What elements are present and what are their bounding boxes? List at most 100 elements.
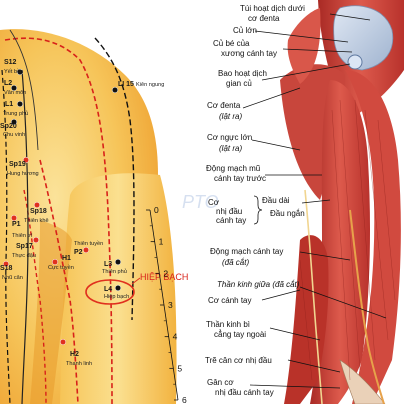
leader-line: [329, 13, 371, 21]
bursa-bubble: [347, 54, 363, 70]
acupoint-code: Sp17: [16, 243, 33, 250]
anatomy-label-line: Củ lớn: [233, 26, 257, 35]
anatomy-label: Động mạch cánh tay(đã cắt): [210, 247, 351, 267]
anatomy-label-line: Đầu ngắn: [270, 209, 305, 218]
forearm-tendon: [339, 359, 386, 404]
acupoint-code: P2: [74, 249, 83, 256]
axilla-shadow: [30, 220, 72, 404]
acupoint-code: Sp20: [0, 123, 17, 130]
watermark: PTO: [182, 192, 219, 212]
acupoint-dot: [82, 246, 90, 254]
acupoint-code: H2: [70, 351, 79, 358]
acupoint-name: Thiên khê: [24, 218, 49, 224]
anatomy-label-line: Cơ ngực lớn: [207, 133, 252, 142]
anatomy-label-line: nhị đầu cánh tay: [215, 388, 274, 397]
anatomy-label-line: Thần kinh giữa (đã cắt): [217, 280, 300, 289]
humerus-head-bone: [333, 5, 394, 71]
hiep-bach-highlight-ring: [85, 279, 135, 305]
leader-line: [254, 30, 349, 43]
leader-line: [301, 199, 331, 204]
brachial-artery: [349, 209, 385, 404]
acupoint-code: L3: [104, 261, 112, 268]
leader-line: [261, 289, 301, 301]
ruler-tick-label: 4: [173, 332, 178, 342]
leader-line: [299, 251, 351, 261]
acupoint-dot: [114, 258, 122, 266]
hiep-bach-pointer-line: [131, 277, 141, 285]
acupoint-code: Sp19: [9, 161, 26, 168]
anatomy-label-line: Cơ: [208, 198, 220, 207]
acupoint-dot: [111, 86, 119, 94]
acupoint-dot: [33, 201, 41, 209]
leader-line: [249, 384, 341, 389]
ruler-tick-label: 1: [159, 237, 164, 247]
anatomy-label: Trẽ cân cơ nhị đầu: [205, 356, 341, 373]
lung-meridian-line: [4, 37, 113, 404]
acupoint-name: Chu vinh: [3, 132, 25, 138]
acupoint-name: Nhũ căn: [2, 275, 23, 281]
anatomy-label-line: Củ bé của: [213, 39, 250, 48]
ruler-tick-label: 2: [163, 268, 168, 278]
leader-line: [251, 139, 301, 151]
acupoint-code: L2: [4, 80, 12, 87]
leader-line: [261, 63, 351, 81]
acupoint: P2 Thiên tuyền: [74, 241, 103, 256]
anatomy-label: Cơ cánh tay: [208, 289, 301, 305]
acupoint-name: Thực đậu: [12, 253, 36, 259]
anatomy-label-line: Thần kinh bì: [206, 320, 250, 329]
anatomy-label-line: Bao hoạt dịch: [218, 69, 267, 78]
chest-contour-line: [9, 29, 39, 151]
acupoint-name: Thiên tuyền: [74, 241, 103, 247]
meridian-lines: [1, 29, 135, 404]
acupoint-name: Yết bồn: [4, 69, 23, 75]
acupoint-code: L4: [104, 286, 112, 293]
anatomy-label-line: cánh tay trước: [214, 174, 266, 183]
acupoint-code: S18: [0, 265, 13, 272]
anatomy-label: Củ lớn: [233, 26, 349, 43]
acupoint-dot: [59, 338, 67, 346]
acupoint-dot: [10, 84, 18, 92]
anatomy-label-line: xương cánh tay: [221, 49, 277, 58]
acupoint-dot: [32, 236, 40, 244]
acupoint-dot: [10, 214, 18, 222]
acupoint-name: Trung phủ: [3, 110, 28, 117]
anatomy-label-line: Đầu dài: [262, 196, 290, 205]
acupoint-dot: [16, 68, 24, 76]
stomach-meridian-line: [1, 69, 11, 404]
median-nerve: [304, 189, 323, 404]
biceps-short-head: [345, 70, 401, 404]
acupoint-code: P1: [12, 221, 21, 228]
anatomy-label-line: Cơ đenta: [207, 101, 241, 110]
anatomy-label-line: cánh tay: [216, 216, 246, 225]
anatomy-label-line: Động mạch cánh tay: [210, 247, 283, 256]
anatomy-label-line: Động mạch mũ: [206, 164, 260, 173]
highlight-label: HIỆP BẠCH: [140, 272, 188, 282]
anatomy-label-line: Cơ cánh tay: [208, 296, 252, 305]
acupoint-name: Hung hương: [7, 171, 39, 177]
anatomy-label-line: (lật ra): [219, 112, 242, 121]
deltoid-reflected-muscle: [287, 8, 321, 84]
acupoint-dot: [10, 118, 18, 126]
leader-line: [287, 359, 341, 373]
acupoint-code: LI 15: [118, 81, 134, 88]
